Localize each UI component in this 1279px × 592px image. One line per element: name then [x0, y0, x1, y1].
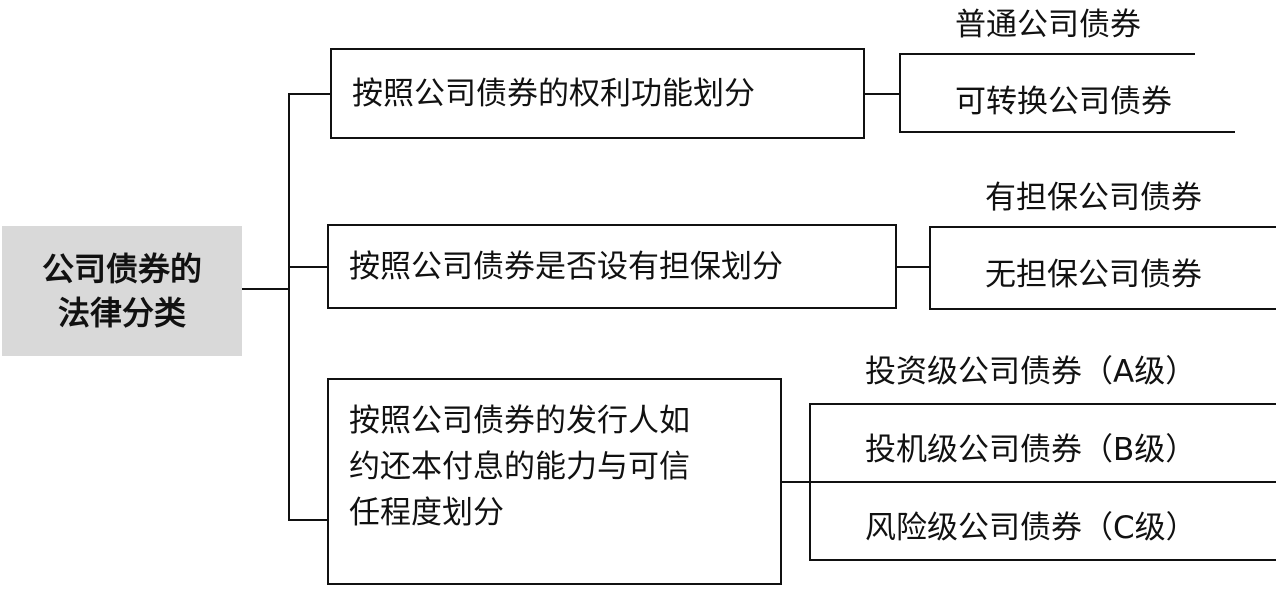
category-label-3-line1: 按照公司债券的发行人如 [349, 403, 690, 439]
leaf-3-1: 投资级公司债券（A级） [865, 354, 1197, 390]
root-node: 公司债券的 法律分类 [2, 226, 242, 356]
branch-connector-1 [288, 93, 331, 95]
root-connector [242, 288, 289, 290]
category-label-3-line3: 任程度划分 [349, 495, 504, 531]
trunk-vertical [288, 93, 290, 521]
category-1-leaf-line-1 [899, 53, 1195, 55]
category-2-bracket [929, 226, 931, 310]
category-3-leaf-line-2 [809, 481, 1276, 483]
category-label-1: 按照公司债券的权利功能划分 [352, 75, 755, 112]
category-box-2: 按照公司债券是否设有担保划分 [327, 224, 897, 309]
category-3-leaf-line-1 [809, 403, 1276, 405]
category-3-connector [782, 481, 810, 483]
branch-connector-3 [288, 519, 328, 521]
category-2-leaf-line-2 [929, 308, 1276, 310]
leaf-3-3: 风险级公司债券（C级） [865, 510, 1197, 546]
category-label-3-line2: 约还本付息的能力与可信 [349, 449, 690, 485]
leaf-2-2: 无担保公司债券 [985, 257, 1202, 293]
category-3-leaf-line-3 [809, 559, 1276, 561]
leaf-1-2: 可转换公司债券 [955, 84, 1172, 120]
root-label-line2: 法律分类 [57, 294, 186, 332]
category-1-leaf-line-2 [899, 131, 1235, 133]
leaf-1-1: 普通公司债券 [955, 7, 1141, 43]
category-label-2: 按照公司债券是否设有担保划分 [349, 248, 783, 285]
category-box-1: 按照公司债券的权利功能划分 [330, 48, 865, 139]
leaf-3-2: 投机级公司债券（B级） [865, 432, 1197, 468]
root-label-line1: 公司债券的 [41, 250, 202, 288]
category-2-leaf-line-1 [929, 226, 1276, 228]
category-2-connector [897, 266, 930, 268]
category-box-3: 按照公司债券的发行人如 约还本付息的能力与可信 任程度划分 [327, 378, 782, 585]
branch-connector-2 [288, 266, 328, 268]
category-1-connector [865, 93, 900, 95]
category-1-bracket [899, 53, 901, 133]
leaf-2-1: 有担保公司债券 [985, 180, 1202, 216]
